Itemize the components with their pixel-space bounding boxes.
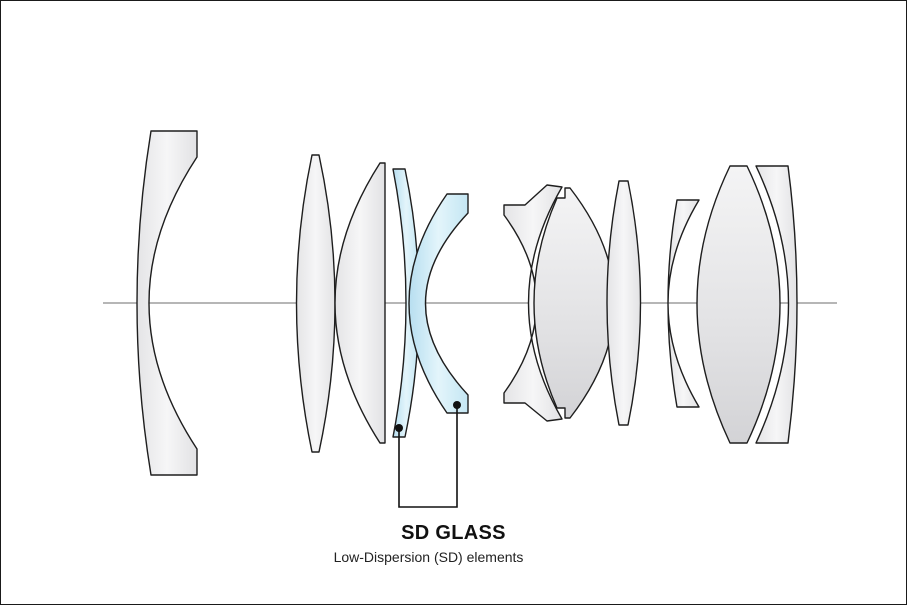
lens-element-2	[295, 154, 336, 453]
lens-element-10	[696, 165, 781, 444]
lens-element-11	[755, 165, 798, 444]
lens-element-6	[503, 184, 563, 422]
sd-callout-leader	[395, 401, 461, 508]
sd-glass-title: SD GLASS	[401, 522, 506, 544]
callout-dot	[453, 401, 461, 409]
callout-dot	[395, 424, 403, 432]
sd-lens-element-2[interactable]	[408, 193, 469, 414]
sd-glass-subtitle: Low-Dispersion (SD) elements	[333, 549, 524, 565]
sd-lens-element-1[interactable]	[392, 168, 420, 438]
lens-element-9	[667, 199, 700, 408]
lens-element-7	[533, 187, 616, 419]
lens-element-3	[334, 162, 386, 444]
lens-element-1	[136, 130, 198, 476]
lens-element-8	[606, 180, 642, 426]
